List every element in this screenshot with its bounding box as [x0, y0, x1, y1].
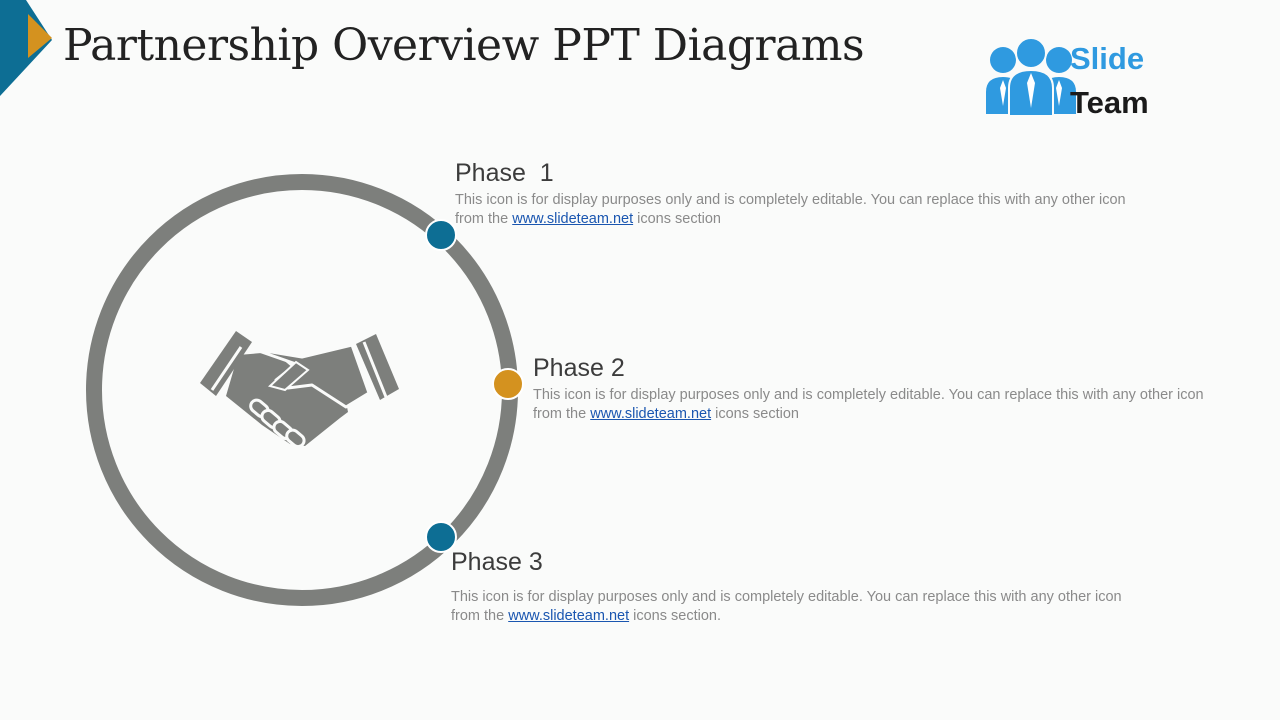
corner-accent [0, 0, 52, 96]
slideteam-logo: Slide Team [982, 36, 1182, 118]
phase-3-marker [425, 521, 457, 553]
logo-text-team: Team [1070, 85, 1149, 120]
phase-1-desc-end: icons section [637, 211, 721, 227]
phase-3-desc-end: icons section. [633, 608, 721, 624]
phase-2-desc-end: icons section [715, 406, 799, 422]
team-people-icon [986, 37, 1076, 117]
phase-1-marker [425, 219, 457, 251]
phase-3-link[interactable]: www.slideteam.net [508, 608, 630, 624]
phase-2-title: Phase 2 [533, 354, 625, 382]
slide-title: Partnership Overview PPT Diagrams [63, 20, 865, 71]
phase-1-desc-text: This icon is for display purposes only a… [455, 192, 1126, 227]
phase-2-desc-text: This icon is for display purposes only a… [533, 387, 1204, 422]
phase-2-block: Phase 2 This icon is for display purpose… [533, 353, 1233, 424]
phase-3-desc-text: This icon is for display purposes only a… [451, 589, 1122, 624]
phase-1-description: This icon is for display purposes only a… [455, 191, 1155, 229]
handshake-icon [200, 331, 399, 449]
phase-2-link[interactable]: www.slideteam.net [590, 406, 712, 422]
phase-2-description: This icon is for display purposes only a… [533, 386, 1233, 424]
phase-3-description: This icon is for display purposes only a… [451, 588, 1151, 626]
phase-3-block: Phase 3 This icon is for display purpose… [451, 547, 1151, 626]
phase-2-marker [492, 368, 524, 400]
phase-3-title: Phase 3 [451, 548, 543, 576]
phase-1-block: Phase 1 This icon is for display purpose… [455, 158, 1155, 229]
logo-text-slide: Slide [1070, 41, 1145, 76]
phase-1-link[interactable]: www.slideteam.net [512, 211, 634, 227]
phase-1-title: Phase 1 [455, 159, 554, 187]
